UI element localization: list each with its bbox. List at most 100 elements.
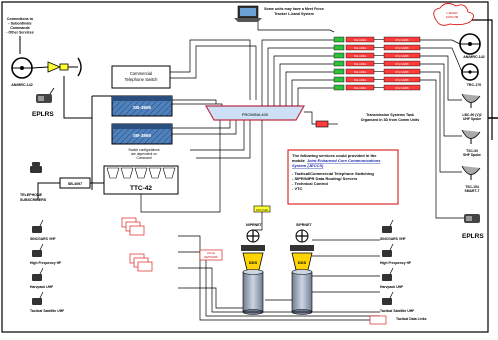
mux-left-label: KG-194A [354,62,366,66]
eplrs-link [63,76,92,119]
commercial-switch-box [111,65,171,89]
svg-text:- Other Services: - Other Services [6,31,34,35]
radio-icon [382,226,392,233]
svg-text:- Technical Control: - Technical Control [292,181,328,186]
mux-green-block [333,44,345,51]
mux-stack: KG-194A KIV-19AB KG-194A KIV-19AB KG-194A KIV… [333,36,421,91]
subscriber-link [37,182,60,200]
mux-right-box [383,44,421,51]
mux-right-label: KIV-19AB [395,78,408,82]
svg-text:PROMINA 400: PROMINA 400 [242,112,269,117]
svg-text:- Tactical/Commercial Telephon: - Tactical/Commercial Telephone Switchin… [292,171,374,176]
mux-right-box [383,36,421,43]
red-note-bottom-right [369,315,387,325]
radio-label: Harvpack UHF [380,285,403,289]
promina-400: PROMINA 400 [204,105,306,121]
radio-antenna [389,219,394,227]
mux-left-label: KG-194A [354,46,366,50]
antenna-link [31,66,49,69]
svg-text:TSC-93: TSC-93 [466,149,478,153]
sb-3865-bottom: SB-3865 [111,123,173,145]
eplrs-right-radio-icon [464,214,480,223]
svg-text:Command: Command [136,156,151,160]
svg-text:- VTC: - VTC [292,186,303,191]
mux-left-label: KG-194A [354,54,366,58]
svg-text:Connections to: Connections to [7,17,34,21]
mux-right-box [383,76,421,83]
uhf-spoke-label: LBC-90 (V)2 UHF Spoke [462,113,481,121]
mux-right-label: KIV-19AB [395,46,408,50]
dds-top-link [253,212,263,231]
ammrc-right-label: AN/MRC-142 [463,55,485,59]
telephone-icon [30,162,42,173]
svg-text:The following services could p: The following services could provided in… [292,153,377,158]
services-box [287,149,399,205]
svg-text:SB-3865: SB-3865 [133,133,152,138]
shf-spoke-label: TSC-93 SHF Spoke [463,149,481,157]
radio-label: Tactical Satellite UHF [30,309,64,313]
uhf-spoke-dish-icon [461,93,481,108]
ttc-42-switch: TTC-42 [103,165,179,195]
laptop-icon [234,5,262,22]
mux-green-block [333,76,345,83]
tsc-154-dish-icon [461,165,481,180]
svg-text:Organized in 3D from Comm Unit: Organized in 3D from Comm Units [361,118,420,122]
svg-text:- SIPR/NIPR Data Routing/ Serv: - SIPR/NIPR Data Routing/ Servers [292,176,358,181]
bottom-bus [178,235,380,321]
radio-label: High Frequency HF [380,261,411,265]
svg-text:DDS: DDS [249,260,258,265]
mux-bus [261,39,334,125]
eplrs-left-label: EPLRS [32,111,54,118]
radio-antenna [389,243,394,251]
kiv-crypto-label: KIV-7HS [256,208,268,212]
mux-right-label: KIV-19AB [395,86,408,90]
outer-border [1,1,489,333]
sb-4097-label: SB-4097 [68,182,82,186]
commercial-switch-label: Commercial Telephone Switch [125,71,158,82]
eplrs-right-label: EPLRS [462,233,484,240]
sb-3865-top: SB-3865 [111,95,173,117]
siprnet-label: SIPRNET [296,223,312,227]
svg-text:TSC-154: TSC-154 [465,185,479,189]
radio-label: SINCGARS VHF [30,237,56,241]
radio-icon [382,250,392,257]
svg-text:LBC-90 (V)2: LBC-90 (V)2 [462,113,481,117]
radio-antenna [39,267,44,275]
mux-right-label: KIV-19AB [395,38,408,42]
svg-text:Some units may have a Meet For: Some units may have a Meet Force [264,7,324,11]
svg-text:LOCAL: LOCAL [207,251,216,255]
radio-antenna [39,243,44,251]
svg-text:Commands: Commands [10,26,30,30]
some-units-note: Some units may have a Meet Force Tracker… [264,7,324,16]
svg-text:TTC-42: TTC-42 [130,185,152,192]
mux-right-box [383,60,421,67]
radio-icon [32,274,42,281]
eplrs-left-radio-icon [36,87,55,103]
mux-left-label: KG-194A [354,38,366,42]
trc-170-antenna-icon [461,63,479,81]
radio-antenna [39,219,44,227]
red-crypto-small [315,120,329,128]
switch-config-note: Switch configurations are dependent on C… [128,148,160,160]
laptop-link [257,22,335,33]
mux-left-label: KG-194A [354,86,366,90]
svg-text:SHF Spoke: SHF Spoke [463,153,481,157]
tactical-data-links-label: Tactical Data Links [396,317,427,321]
svg-text:Tracker L-band System: Tracker L-band System [274,12,314,16]
red-docs-bottom [129,253,153,272]
mux-green-block [333,52,345,59]
radio-label: Tactical Satellite UHF [380,309,414,313]
svg-text:TELEPHONE: TELEPHONE [20,193,43,197]
radio-antenna [389,267,394,275]
radio-icon [32,250,42,257]
radio-label: SINCGARS VHF [380,237,406,241]
telephone-subscribers-label: TELEPHONE SUBSCRIBERS [20,193,47,202]
svg-text:- Subordinate: - Subordinate [8,22,31,26]
mux-green-block [333,60,345,67]
bus-lines [170,39,257,159]
svg-text:Transmission Systems Task: Transmission Systems Task [366,113,414,117]
mux-right-box [383,52,421,59]
dds-left: DDS [241,229,265,315]
